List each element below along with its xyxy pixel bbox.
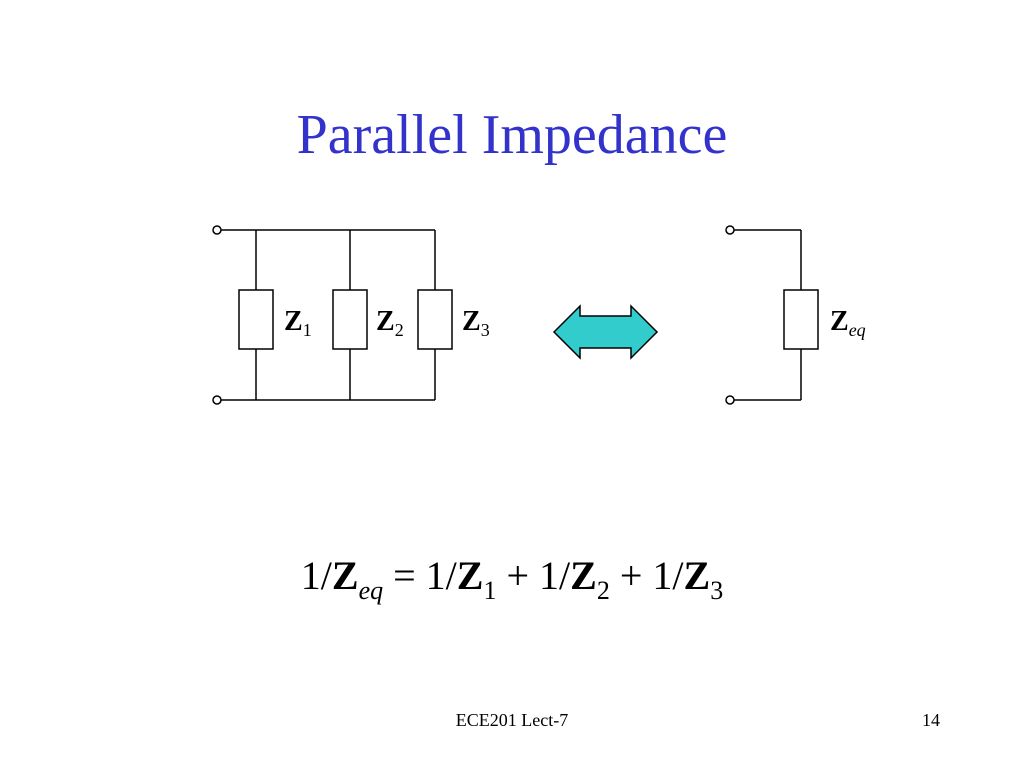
z1-subscript: 1 bbox=[303, 320, 312, 340]
slide-number: 14 bbox=[922, 710, 940, 730]
impedance-z3 bbox=[417, 289, 453, 350]
z3-subscript: 3 bbox=[481, 320, 490, 340]
formula-z-symbol: Z bbox=[683, 553, 711, 598]
formula-lhs-subscript: eq bbox=[358, 576, 384, 605]
parallel-circuit bbox=[212, 225, 453, 405]
z3-symbol: Z bbox=[462, 306, 481, 337]
formula-plus: + bbox=[609, 553, 653, 598]
formula-term-subscript: 1 bbox=[483, 576, 497, 605]
equivalence-double-arrow bbox=[552, 304, 659, 360]
terminal-bottom-left bbox=[212, 395, 222, 405]
impedance-zeq bbox=[783, 289, 819, 350]
equivalent-circuit bbox=[725, 225, 819, 405]
parallel-impedance-formula: 1/Zeq = 1/Z1 + 1/Z2 + 1/Z3 bbox=[0, 548, 1024, 604]
slide-title: Parallel Impedance bbox=[296, 104, 728, 166]
z1-symbol: Z bbox=[284, 306, 303, 337]
formula-equals: = bbox=[383, 553, 426, 598]
formula-one-over: 1/ bbox=[425, 553, 457, 598]
label-z2: Z2 bbox=[376, 306, 404, 340]
zeq-symbol: Z bbox=[830, 306, 849, 337]
impedance-z2 bbox=[332, 289, 368, 350]
formula-one-over: 1/ bbox=[300, 553, 332, 598]
label-zeq: Zeq bbox=[830, 306, 866, 340]
z2-subscript: 2 bbox=[395, 320, 404, 340]
terminal-top-left bbox=[212, 225, 222, 235]
label-z3: Z3 bbox=[462, 306, 490, 340]
formula-z-symbol: Z bbox=[570, 553, 597, 598]
terminal-bottom-right bbox=[725, 395, 735, 405]
footer-course-label: ECE201 Lect-7 bbox=[455, 710, 569, 730]
formula-term-subscript: 2 bbox=[596, 576, 610, 605]
label-z1: Z1 bbox=[284, 306, 312, 340]
z2-symbol: Z bbox=[376, 306, 395, 337]
formula-z-symbol: Z bbox=[331, 553, 359, 598]
impedance-z1 bbox=[238, 289, 274, 350]
formula-one-over: 1/ bbox=[539, 553, 571, 598]
formula-plus: + bbox=[496, 553, 540, 598]
terminal-top-right bbox=[725, 225, 735, 235]
formula-one-over: 1/ bbox=[652, 553, 684, 598]
formula-term-subscript: 3 bbox=[710, 576, 724, 605]
formula-z-symbol: Z bbox=[456, 553, 484, 598]
zeq-subscript: eq bbox=[849, 320, 866, 340]
